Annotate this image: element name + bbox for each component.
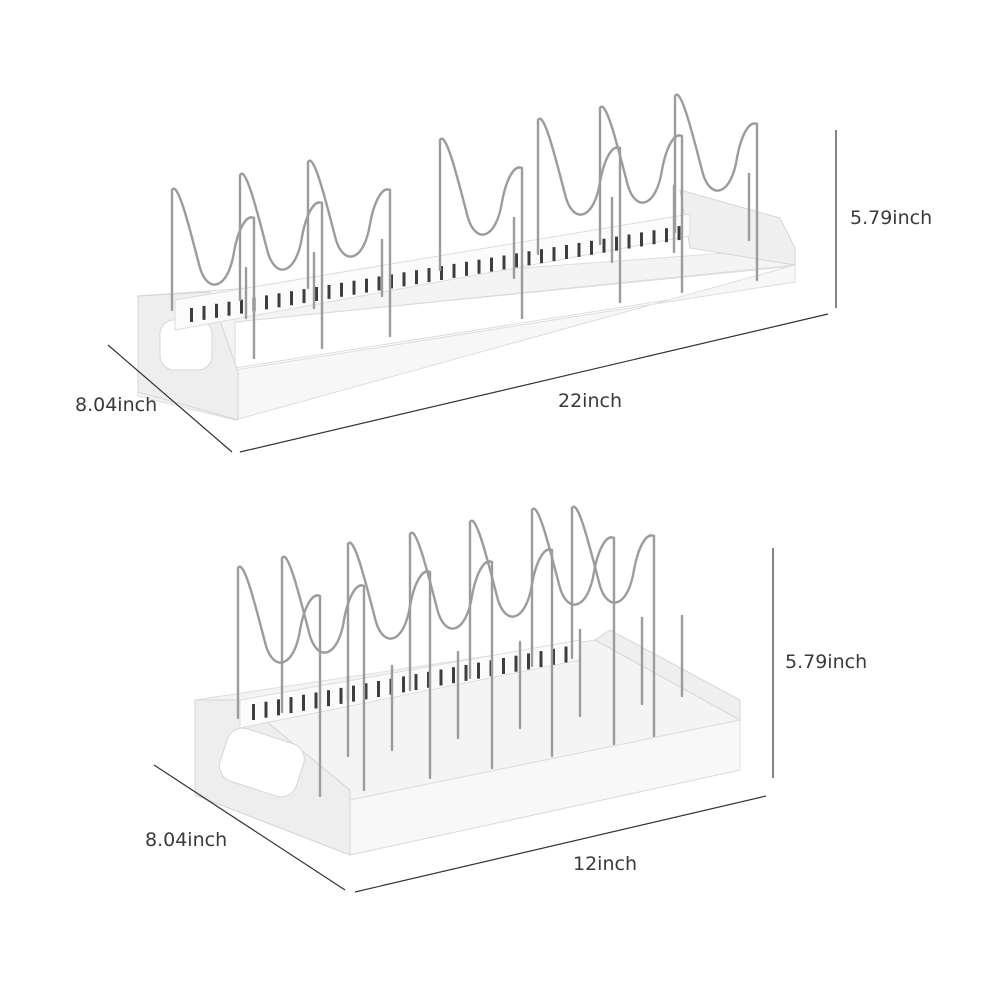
top-slot-17 xyxy=(390,274,393,289)
bottom-rack-end-plate-right xyxy=(594,629,741,721)
bottom-wire-divider-7 xyxy=(570,505,656,738)
top-slot-16 xyxy=(377,276,381,291)
bottom-slot-24 xyxy=(539,651,543,668)
top-wire-divider-2 xyxy=(238,172,324,350)
bottom-wire-divider-4 xyxy=(408,531,494,770)
top-slot-30 xyxy=(552,247,556,262)
top-slot-15 xyxy=(365,278,368,293)
bottom-slot-8 xyxy=(339,687,343,704)
bottom-rack-handle-left xyxy=(218,727,305,798)
top-slot-40 xyxy=(677,226,681,241)
top-slot-25 xyxy=(490,257,493,272)
bottom-rack-depth-label: 8.04inch xyxy=(145,829,228,851)
top-slot-19 xyxy=(415,270,418,285)
bottom-slot-26 xyxy=(564,646,568,663)
top-slot-18 xyxy=(402,272,406,287)
top-depth-dimension-line xyxy=(107,344,233,453)
top-slot-31 xyxy=(565,245,568,259)
top-slot-33 xyxy=(590,240,593,255)
top-rack-slots xyxy=(190,226,681,322)
bottom-slot-15 xyxy=(427,671,430,688)
top-rack-end-plate-right xyxy=(679,189,796,266)
top-rack-wire-dividers xyxy=(170,93,759,360)
bottom-wire-divider-5 xyxy=(468,519,554,758)
top-rack xyxy=(137,93,796,421)
bottom-slot-18 xyxy=(464,664,468,681)
top-width-dimension-line xyxy=(239,313,829,453)
bottom-slot-21 xyxy=(502,658,505,674)
top-slot-29 xyxy=(540,249,543,264)
bottom-slot-14 xyxy=(414,674,418,691)
bottom-slot-17 xyxy=(452,667,455,684)
bottom-slot-11 xyxy=(377,681,380,697)
top-slot-5 xyxy=(240,299,243,314)
top-slot-12 xyxy=(327,284,331,299)
top-slot-39 xyxy=(665,228,668,243)
top-slot-11 xyxy=(315,287,318,301)
bottom-wire-divider-3 xyxy=(346,541,432,780)
top-slot-35 xyxy=(615,236,618,251)
top-slot-3 xyxy=(215,303,218,318)
top-slot-22 xyxy=(452,263,456,278)
top-slot-20 xyxy=(427,268,431,283)
bottom-slot-19 xyxy=(477,662,480,679)
top-slot-7 xyxy=(265,295,268,310)
bottom-slot-4 xyxy=(289,697,293,714)
bottom-slot-16 xyxy=(439,669,443,686)
top-slot-21 xyxy=(440,266,443,280)
bottom-slot-3 xyxy=(277,699,280,716)
bottom-slot-6 xyxy=(314,692,318,709)
top-rack-depth-label: 8.04inch xyxy=(75,394,158,416)
bottom-width-dimension-line xyxy=(354,795,767,893)
top-rack-width-label: 22inch xyxy=(558,390,622,412)
top-slot-37 xyxy=(640,232,643,247)
top-rack-height-label: 5.79inch xyxy=(850,207,933,229)
bottom-slot-22 xyxy=(514,655,518,672)
top-slot-28 xyxy=(527,251,531,266)
top-slot-10 xyxy=(302,289,306,304)
top-slot-36 xyxy=(627,234,631,249)
bottom-rack-width-label: 12inch xyxy=(573,853,637,875)
top-slot-1 xyxy=(190,308,193,322)
bottom-slot-5 xyxy=(302,694,305,711)
bottom-wire-divider-1 xyxy=(236,565,322,798)
bottom-slot-25 xyxy=(552,648,555,665)
top-wire-divider-4 xyxy=(438,137,524,320)
top-slot-8 xyxy=(277,293,281,308)
top-wire-divider-3 xyxy=(306,159,392,338)
top-slot-14 xyxy=(352,280,356,295)
top-slot-13 xyxy=(340,282,343,297)
bottom-slot-10 xyxy=(364,683,368,700)
top-wire-divider-7 xyxy=(673,93,759,282)
bottom-wire-divider-2 xyxy=(280,555,366,792)
bottom-rack xyxy=(194,505,741,856)
bottom-depth-dimension-line xyxy=(153,764,346,891)
bottom-rack-height-label: 5.79inch xyxy=(785,651,868,673)
top-slot-26 xyxy=(502,255,506,270)
bottom-slot-13 xyxy=(402,676,405,693)
top-slot-9 xyxy=(290,291,293,306)
top-slot-24 xyxy=(477,259,481,274)
top-wire-divider-5 xyxy=(536,117,622,304)
top-slot-34 xyxy=(602,238,606,253)
top-slot-2 xyxy=(202,305,206,320)
top-wire-divider-1 xyxy=(170,187,256,360)
top-slot-23 xyxy=(465,261,468,276)
bottom-rack-wire-dividers xyxy=(236,505,684,798)
top-slot-27 xyxy=(515,253,518,268)
bottom-slot-9 xyxy=(352,685,355,702)
bottom-slot-23 xyxy=(527,653,530,670)
top-slot-32 xyxy=(577,242,581,257)
bottom-slot-1 xyxy=(252,704,255,720)
bottom-slot-7 xyxy=(327,690,330,707)
bottom-slot-2 xyxy=(264,701,268,718)
top-wire-divider-6 xyxy=(598,105,684,294)
top-slot-38 xyxy=(652,230,656,245)
top-slot-4 xyxy=(227,301,231,316)
